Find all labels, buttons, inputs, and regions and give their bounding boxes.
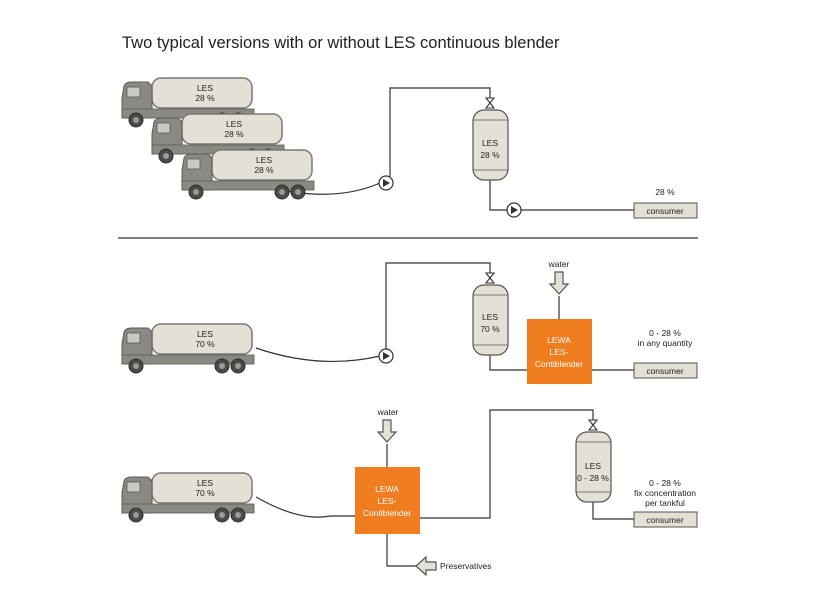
blender-1-line2: LES-: [550, 347, 569, 357]
section-1: LES 28 % LES 28 % LES 28 % LES 28 %: [121, 77, 698, 219]
truck-2: LES 28 %: [151, 113, 285, 164]
valve-icon: [485, 272, 495, 284]
blender-1-line1: LEWA: [547, 335, 571, 345]
consumer-box-1: consumer: [633, 202, 698, 219]
preservatives-label: Preservatives: [440, 561, 492, 571]
truck-3: LES 28 %: [181, 149, 315, 200]
contiblender-2: LEWA LES- Contiblender: [355, 467, 420, 534]
tank-1-value: 28 %: [480, 150, 500, 160]
consumer-label-2: consumer: [646, 366, 683, 376]
pipe-truck-to-tank: [255, 262, 491, 363]
diagram-title: Two typical versions with or without LES…: [122, 34, 560, 52]
output-concentration-3: 0 - 28 %: [649, 478, 681, 488]
truck-4-label: LES: [197, 329, 213, 339]
tank-2-value: 70 %: [480, 324, 500, 334]
tank-3-value: 0 - 28 %: [577, 473, 609, 483]
tank-2-label: LES: [482, 312, 498, 322]
truck-3-label: LES: [256, 155, 272, 165]
truck-4: LES 70 %: [121, 323, 255, 374]
section-3: LES 70 % water LEWA LES- Contiblender Pr…: [121, 407, 698, 577]
blender-2-line2: LES-: [378, 496, 397, 506]
pipe-preservatives: [386, 534, 420, 567]
preservatives-arrow-icon: [415, 555, 437, 577]
valve-icon: [485, 97, 495, 109]
water-label-2: water: [377, 407, 399, 417]
output-quantity-2: in any quantity: [638, 338, 694, 348]
preservatives-inlet: Preservatives: [415, 555, 492, 577]
truck-5-label: LES: [197, 478, 213, 488]
pipe-tank-to-consumer: [592, 502, 634, 520]
blender-2-line3: Contiblender: [363, 508, 411, 518]
output-mode-3: fix concentration: [634, 488, 696, 498]
truck-3-value: 28 %: [254, 165, 274, 175]
truck-2-label: LES: [226, 119, 242, 129]
storage-tank-3: LES 0 - 28 %: [575, 431, 612, 503]
truck-5: LES 70 %: [121, 472, 255, 523]
consumer-label-3: consumer: [646, 515, 683, 525]
truck-5-value: 70 %: [195, 488, 215, 498]
consumer-label-1: consumer: [646, 206, 683, 216]
truck-1-value: 28 %: [195, 93, 215, 103]
pipe-tank-to-blender: [489, 352, 527, 371]
consumer-box-2: consumer: [633, 362, 698, 379]
pump-icon: [378, 175, 394, 191]
water-label-1: water: [548, 259, 570, 269]
pump-icon: [506, 202, 522, 218]
water-inlet-arrow-icon: [549, 271, 569, 295]
truck-2-value: 28 %: [224, 129, 244, 139]
output-concentration-2: 0 - 28 %: [649, 328, 681, 338]
valve-icon: [588, 419, 598, 431]
blender-2-line1: LEWA: [375, 484, 399, 494]
storage-tank-1: LES 28 %: [472, 109, 509, 181]
tank-1-label: LES: [482, 138, 498, 148]
pipe-blender-to-tank: [420, 409, 594, 519]
tank-3-label: LES: [585, 461, 601, 471]
water-inlet-arrow-icon: [377, 419, 397, 443]
output-concentration-1: 28 %: [655, 187, 675, 197]
truck-4-value: 70 %: [195, 339, 215, 349]
section-2: LES 70 % LES 70 % water LEWA LES- Contib…: [121, 259, 698, 384]
pipe-tank-to-pump: [489, 178, 507, 211]
blender-1-line3: Contiblender: [535, 359, 583, 369]
truck-1-label: LES: [197, 83, 213, 93]
contiblender-1: LEWA LES- Contiblender: [527, 319, 592, 384]
truck-1: LES 28 %: [121, 77, 255, 128]
storage-tank-2: LES 70 %: [472, 284, 509, 356]
pipe-truck-to-blender: [255, 496, 355, 518]
output-unit-3: per tankful: [645, 498, 685, 508]
consumer-box-3: consumer: [633, 511, 698, 528]
pump-icon: [378, 348, 394, 364]
